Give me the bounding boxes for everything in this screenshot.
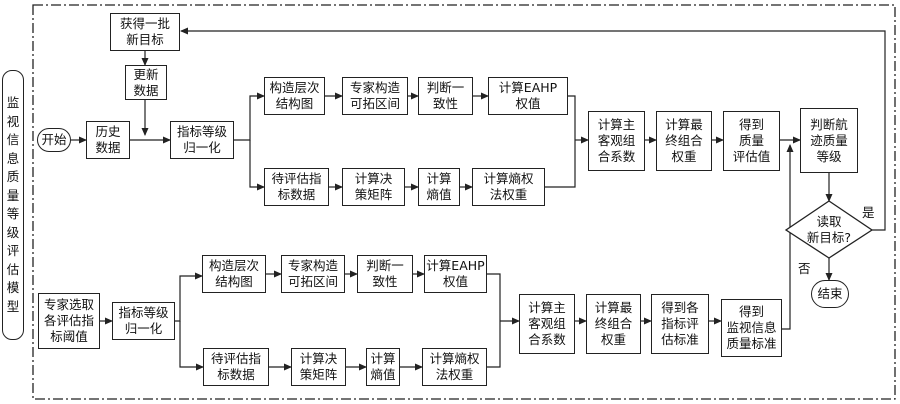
top-hierarchy-box: 构造层次 结构图 (264, 77, 325, 115)
expert-threshold-box: 专家选取 各评估指 标阈值 (38, 293, 100, 349)
edge-normalize-split-top (234, 92, 265, 141)
bottom-consistency-box: 判断一 致性 (357, 255, 413, 293)
edge-top-merge-b (545, 140, 576, 188)
edge-bot-merge-a (487, 273, 501, 321)
top-entropy-box: 计算 熵值 (418, 168, 460, 206)
top-combination-coefficient-box: 计算主 客观组 合系数 (588, 111, 645, 171)
edge-normalize-split-bottom (249, 140, 265, 191)
read-new-target-text: 读取 新目标? (806, 214, 852, 245)
judge-track-quality-box: 判断航 迹质量 等级 (800, 108, 858, 173)
top-quality-value-box: 得到 质量 评估值 (723, 111, 780, 171)
top-final-weight-box: 计算最 终组合 权重 (656, 111, 712, 171)
edge-label-no: 否 (798, 261, 811, 276)
bottom-combination-coefficient-box: 计算主 客观组 合系数 (519, 294, 575, 354)
top-decision-matrix-box: 计算决 策矩阵 (342, 168, 405, 206)
edge-top-merge-a (568, 95, 576, 140)
top-eahp-weight-box: 计算EAHP 权值 (488, 77, 568, 115)
top-entropy-weight-box: 计算熵权 法权重 (472, 168, 545, 206)
edge-bot-merge-b (487, 321, 501, 368)
history-data-box: 历史 数据 (86, 121, 130, 159)
normalize-top-box: 指标等级 归一化 (170, 121, 234, 159)
normalize-bottom-box: 指标等级 归一化 (112, 302, 175, 340)
start-node: 开始 (37, 128, 71, 152)
edge-label-yes: 是 (862, 205, 875, 220)
edge-bot-standard-judge (782, 144, 794, 330)
bottom-quality-standard-box: 得到 监视信息 质量标准 (721, 299, 782, 357)
read-new-decision (784, 200, 874, 259)
edge-bnormalize-split-bottom (179, 321, 204, 371)
top-pending-data-box: 待评估指 标数据 (264, 168, 329, 206)
bottom-pending-data-box: 待评估指 标数据 (203, 348, 269, 386)
bottom-entropy-weight-box: 计算熵权 法权重 (422, 348, 487, 386)
edge-read-yes-loop (180, 27, 886, 231)
get-new-targets-box: 获得一批 新目标 (110, 13, 180, 51)
bottom-expert-interval-box: 专家构造 可拓区间 (281, 255, 345, 293)
bottom-hierarchy-box: 构造层次 结构图 (202, 255, 266, 293)
top-consistency-box: 判断一 致性 (418, 77, 473, 115)
update-data-box: 更新 数据 (125, 65, 167, 100)
end-node: 结束 (811, 280, 849, 308)
bottom-entropy-box: 计算 熵值 (366, 348, 400, 386)
model-frame (32, 4, 896, 400)
model-side-label: 监 视 信 息 质 量 等 级 评 估 模 型 (2, 70, 24, 340)
bottom-indicator-standards-box: 得到各 指标评 估标准 (651, 294, 709, 354)
edge-bnormalize-split-top (175, 272, 203, 322)
bottom-decision-matrix-box: 计算决 策矩阵 (291, 348, 346, 386)
bottom-eahp-weight-box: 计算EAHP 权值 (424, 255, 487, 293)
bottom-final-weight-box: 计算最 终组合 权重 (586, 294, 641, 354)
top-expert-interval-box: 专家构造 可拓区间 (342, 77, 408, 115)
